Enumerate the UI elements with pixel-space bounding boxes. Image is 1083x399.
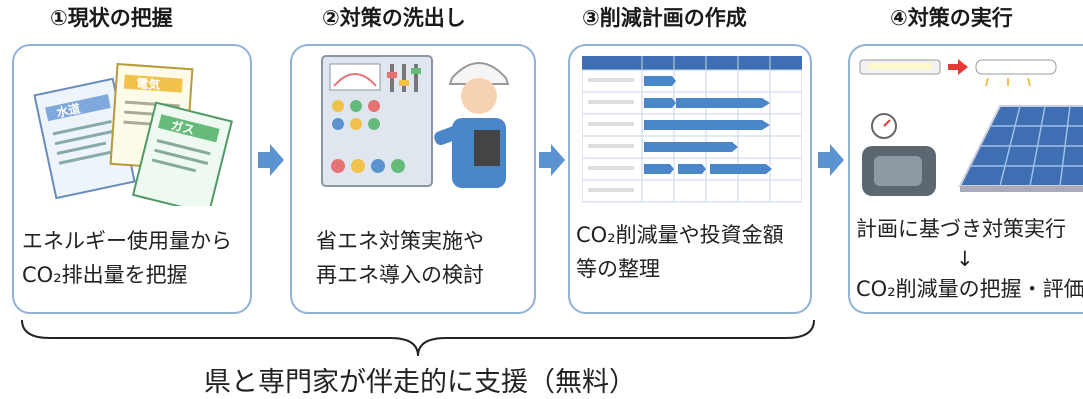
step3-desc-line2: 等の整理 [576,257,660,281]
bills-icon: 水道 電気 ガス [33,62,233,206]
brace-icon [21,319,815,357]
step4-desc: 計画に基づき対策実行 ↓ CO₂削減量の把握・評価 [856,214,1083,304]
gas-label: ガス [169,117,196,137]
electricity-label: 電気 [136,75,161,92]
step2-card: 省エネ対策実施や 再エネ導入の検討 [290,44,536,314]
step4-card: 計画に基づき対策実行 ↓ CO₂削減量の把握・評価 [848,44,1083,314]
step1-card: 水道 電気 ガス エネルギー使用量から CO₂排出量を把握 [12,44,252,314]
step3-desc-line1: CO₂削減量や投資金額 [576,223,784,247]
step2-title: ②対策の洗出し [322,6,466,30]
arrow-right-icon [539,144,565,176]
arrow-right-icon [258,144,284,176]
plan-table-icon [582,56,802,203]
step2-desc: 省エネ対策実施や 再エネ導入の検討 [316,224,484,292]
step3-card: CO₂削減量や投資金額 等の整理 [568,44,812,314]
step1-desc: エネルギー使用量から CO₂排出量を把握 [22,224,232,292]
step2-desc-line1: 省エネ対策実施や [316,229,484,253]
step4-title: ④対策の実行 [890,6,1013,30]
step4-desc-line3: CO₂削減量の把握・評価 [856,277,1083,301]
led-light-icon [859,59,1057,87]
step1-title: ①現状の把握 [50,6,173,30]
arrow-right-icon [818,144,844,176]
solar-panel-icon [958,105,1083,192]
control-panel-icon [321,55,433,187]
water-label: 水道 [55,100,82,120]
step1-desc-line1: エネルギー使用量から [22,229,232,253]
vacuum-pump-icon [862,113,936,196]
support-text: 県と専門家が伴走的に支援（無料） [204,367,636,398]
step3-desc: CO₂削減量や投資金額 等の整理 [576,218,784,286]
step1-desc-line2: CO₂排出量を把握 [22,263,188,287]
worker-icon [434,62,510,188]
step4-desc-line1: 計画に基づき対策実行 [856,217,1066,241]
step2-desc-line2: 再エネ導入の検討 [316,263,484,287]
step3-title: ③削減計画の作成 [582,6,747,30]
step4-desc-line2: ↓ [956,247,974,271]
